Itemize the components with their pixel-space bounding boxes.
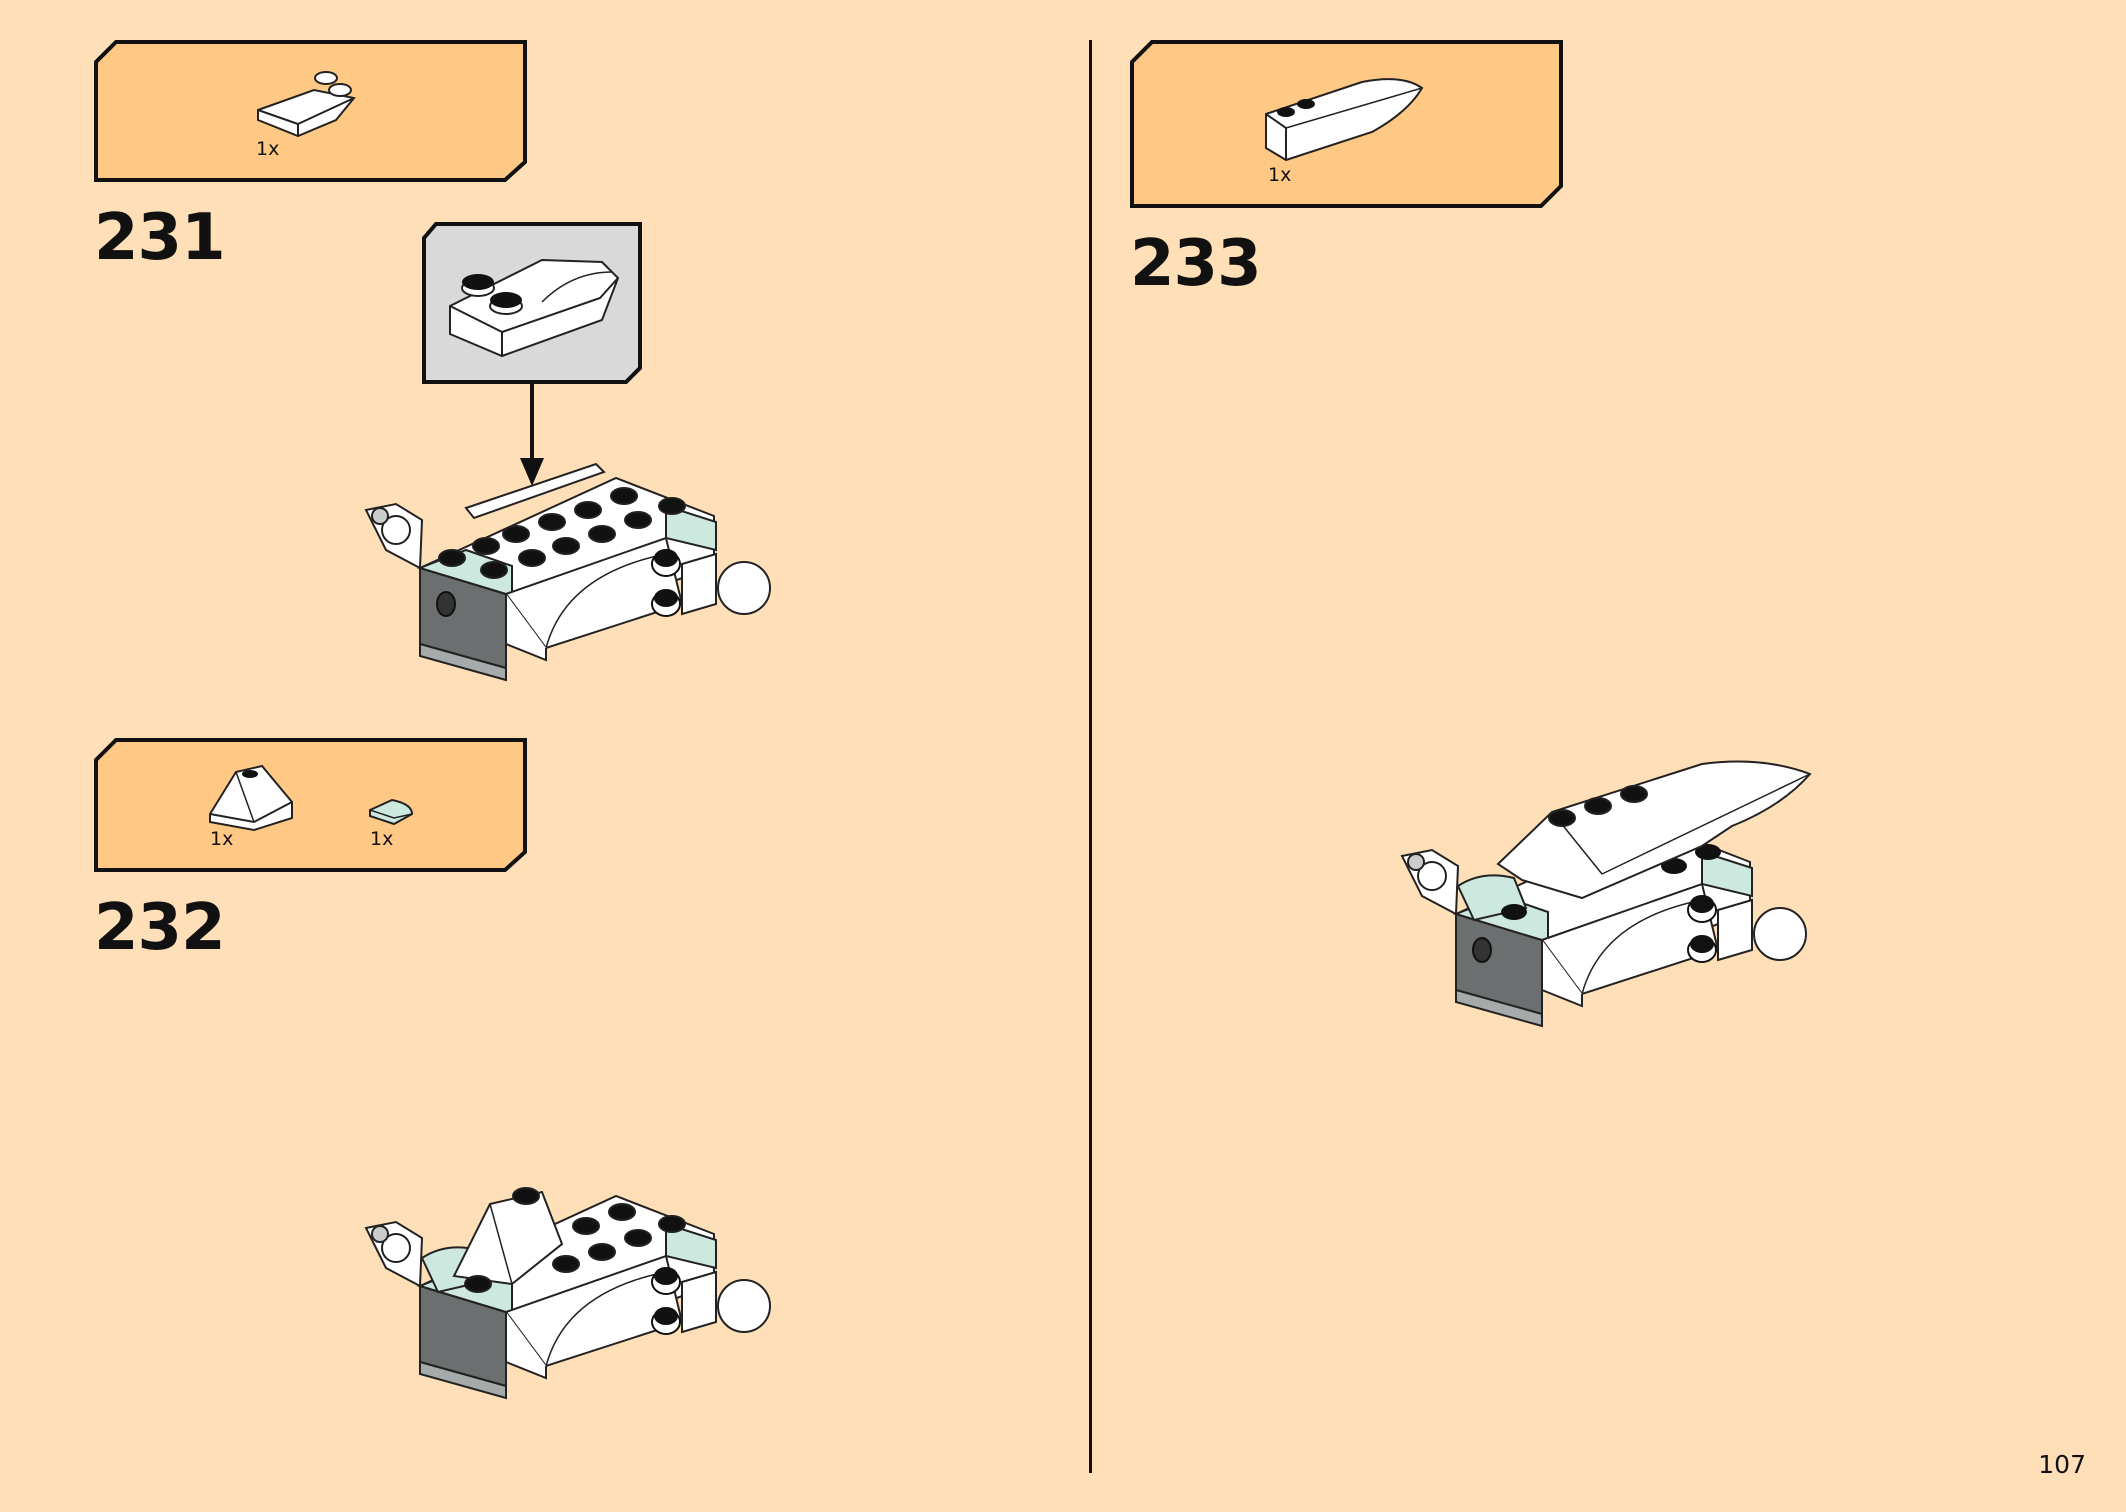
model-step-231 [364,462,771,682]
model-step-232 [364,1187,771,1400]
white-slope-brick-icon [209,764,293,832]
part-quantity: 1x [256,138,280,160]
placement-arrow [520,384,544,486]
part-quantity: 1x [370,828,394,850]
step-number-233: 233 [1130,227,1262,301]
white-wedge-plate-icon [257,71,356,138]
parts-list-box-233: 1x [1130,40,1564,208]
part-quantity: 1x [210,828,234,850]
white-curved-wedge-icon [1265,78,1424,162]
page-number: 107 [2038,1450,2086,1479]
part-quantity: 1x [1268,164,1292,186]
step-number-232: 232 [94,891,226,965]
parts-list-box-231: 1x [94,40,528,182]
aqua-round-tile-icon [369,798,414,826]
model-step-233 [1400,760,1812,1028]
page-divider [1089,40,1092,1473]
sub-assembly-callout [422,222,642,384]
parts-box-frame [94,738,527,872]
parts-list-box-232: 1x 1x [94,738,528,872]
step-number-231: 231 [94,201,226,275]
